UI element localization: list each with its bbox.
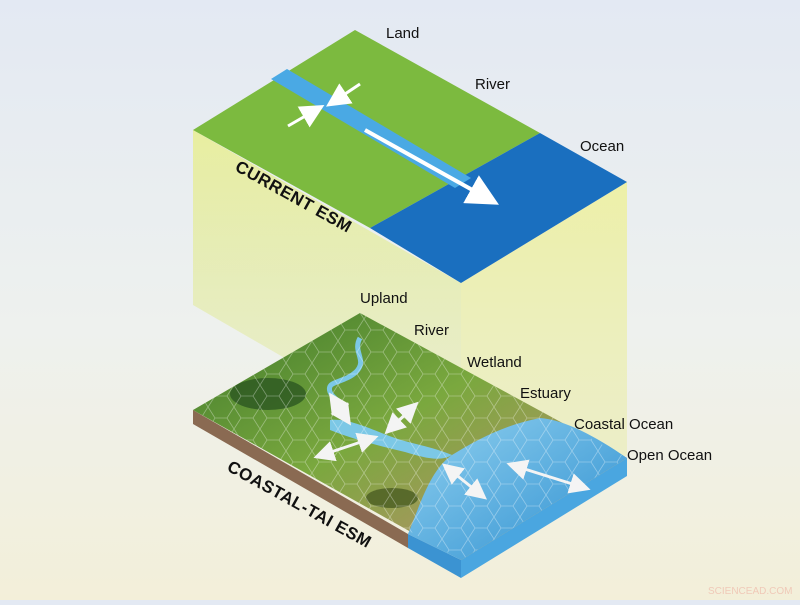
exchange-arrow-wetland: [384, 401, 419, 435]
inflow-arrow-right-bank: [326, 82, 361, 107]
watermark: SCIENCEAD.COM: [708, 586, 792, 597]
label-river-bottom: River: [414, 322, 449, 339]
current-esm-platform: [193, 30, 627, 283]
soil-side-wall: [193, 410, 408, 548]
exchange-arrow-coastal-ocean: [506, 459, 591, 494]
label-open-ocean: Open Ocean: [627, 447, 712, 464]
label-coastal-ocean: Coastal Ocean: [574, 416, 673, 433]
river-channel: [271, 69, 471, 188]
coastal-esm-platform: [193, 313, 627, 578]
inflow-arrow-left-bank: [287, 105, 325, 128]
label-land: Land: [386, 25, 419, 42]
exchange-arrow-estuary: [441, 463, 488, 500]
exchange-arrow-river-bend: [329, 392, 351, 426]
river-flow-arrow: [364, 128, 499, 205]
label-upland: Upland: [360, 290, 408, 307]
label-estuary: Estuary: [520, 385, 571, 402]
ocean-front-wall: [408, 534, 461, 578]
label-river-top: River: [475, 76, 510, 93]
exchange-arrow-floodplain: [313, 432, 379, 462]
ocean-surface: [370, 133, 627, 283]
label-wetland: Wetland: [467, 354, 522, 371]
label-ocean: Ocean: [580, 138, 624, 155]
unstructured-mesh-overlay: [193, 313, 627, 560]
